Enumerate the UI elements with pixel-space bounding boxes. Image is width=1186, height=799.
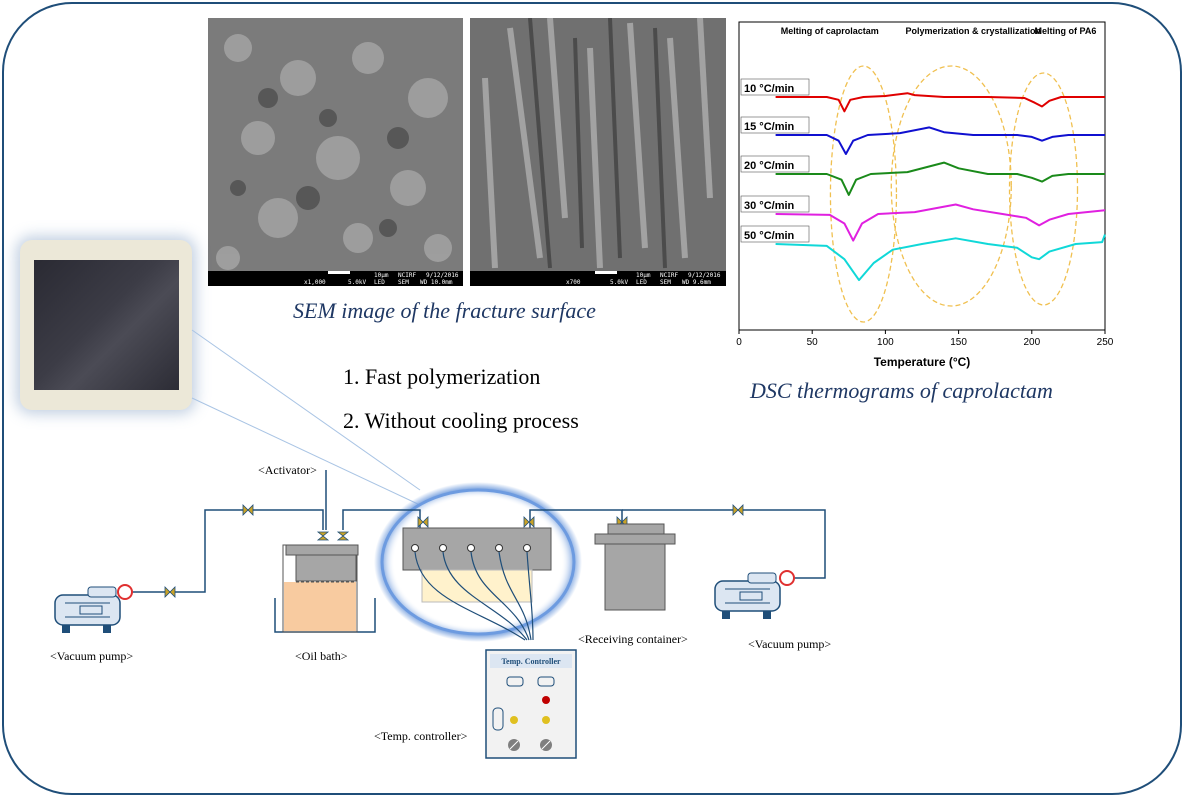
composite-photo-card [20,240,192,410]
valve-icon [242,504,254,516]
sem-caption: SEM image of the fracture surface [293,298,596,323]
oil-bath-label: <Oil bath> [295,649,348,663]
callout-line-bottom [191,397,421,506]
dsc-annotation-3: Melting of PA6 [1035,26,1097,36]
dsc-region-ellipse-1 [829,65,898,323]
sem-lab-2: NCIRF [660,272,679,279]
dsc-series-4-label-box [740,195,810,213]
temp-controller-label: <Temp. controller> [374,729,468,743]
dsc-series-2-label: 15 °C/min [744,121,795,133]
dsc-region-ellipse-2 [890,65,1012,307]
dsc-series-1-label-box [740,78,810,96]
dsc-series-5-label-box [740,225,810,243]
dsc-series-1-label: 10 °C/min [744,83,795,95]
sem-info-bar-2: 10μm NCIRF 9/12/2016 x700 5.0kV LED SEM … [470,271,726,286]
valve-icon [316,531,330,541]
mold-highlight-ring [380,488,576,636]
sem-texture-1 [208,18,463,271]
dsc-x-tick-label-4: 200 [1023,337,1040,348]
sem-wd-2: WD 9.6mm [682,279,711,286]
sem-mode-2: SEM [660,279,671,286]
dsc-caption: DSC thermograms of caprolactam [750,378,1053,403]
sem-kv-2: 5.0kV [610,279,629,286]
sem-date-1: 9/12/2016 [426,272,459,279]
valves [164,504,744,598]
sem-image-1: 10μm NCIRF 9/12/2016 x1,000 5.0kV LED SE… [208,18,463,286]
sem-wd-1: WD 10.0mm [420,279,453,286]
vacuum-pump-right-label: <Vacuum pump> [748,637,831,651]
sem-image-2: 10μm NCIRF 9/12/2016 x700 5.0kV LED SEM … [470,18,726,286]
receiving-container-icon [594,523,676,611]
dsc-series-4-label: 30 °C/min [744,200,795,212]
activator-label: <Activator> [258,463,317,477]
oil-bath-icon [274,544,376,633]
sem-mag-1: x1,000 [304,279,326,286]
sem-scale-1: 10μm [374,272,389,279]
sem-lab-1: NCIRF [398,272,417,279]
valve-icon [164,586,176,598]
callout-line-top [191,329,421,491]
sem-det-1: LED [374,279,385,286]
dsc-series-3-label: 20 °C/min [744,160,795,172]
dsc-annotation-2: Polymerization & crystallization [905,26,1041,36]
bullet-fast-polymerization: 1. Fast polymerization [343,364,541,389]
dsc-x-tick-label-1: 50 [807,337,819,348]
sem-date-2: 9/12/2016 [688,272,721,279]
dsc-annotation-1: Melting of caprolactam [781,26,879,36]
sem-scale-2: 10μm [636,272,651,279]
dsc-x-tick-label-5: 250 [1097,337,1114,348]
dsc-series-2-line [775,126,1105,155]
dsc-series-1-line [775,92,1105,113]
valve-icon [336,531,350,541]
valve-icon [417,516,429,528]
dsc-x-tick-label-2: 100 [877,337,894,348]
controller-panel-title: Temp. Controller [501,657,561,666]
sem-info-bar-1: 10μm NCIRF 9/12/2016 x1,000 5.0kV LED SE… [208,271,463,286]
temp-controller-icon [485,649,577,759]
receiving-container-label: <Receiving container> [578,632,688,646]
dsc-chart: 10 °C/min 15 °C/min 20 °C/min 30 °C/min 50 °… [736,21,1114,369]
sem-kv-1: 5.0kV [348,279,367,286]
sem-mag-2: x700 [566,279,581,286]
sem-det-2: LED [636,279,647,286]
dsc-series-2-label-box [740,116,810,134]
sem-texture-2 [470,18,726,271]
dsc-series-5-line [775,234,1106,282]
composite-fabric-photo [34,260,179,390]
dsc-series-5-label: 50 °C/min [744,230,795,242]
dsc-series-3-label-box [740,155,810,173]
dsc-series-3-line [775,161,1105,196]
mold-icon [402,527,552,641]
dsc-region-ellipse-3 [1008,72,1079,306]
sem-mode-1: SEM [398,279,409,286]
dsc-series-4-line [775,203,1106,242]
vacuum-pump-right-icon [714,570,795,619]
dsc-x-tick-label-3: 150 [950,337,967,348]
bullet-without-cooling: 2. Without cooling process [343,408,579,433]
valve-icon [732,504,744,516]
vacuum-pump-left-label: <Vacuum pump> [50,649,133,663]
dsc-x-axis-label: Temperature (°C) [874,355,971,369]
vacuum-pump-left-icon [54,584,133,633]
valve-icon [523,516,535,528]
dsc-x-tick-label-0: 0 [736,337,742,348]
